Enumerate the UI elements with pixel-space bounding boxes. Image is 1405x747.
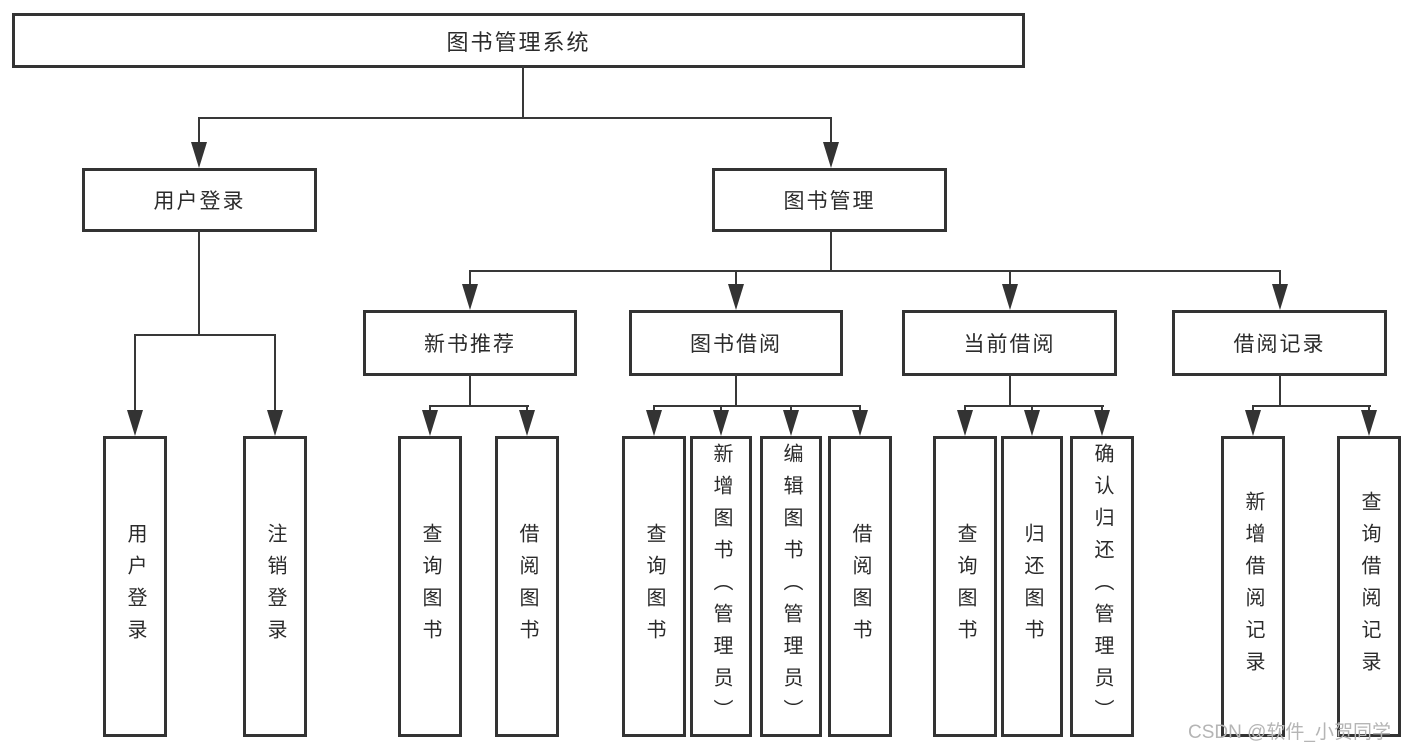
leaf-query-books-2: 查询图书 bbox=[622, 436, 686, 737]
leaf-borrow-books-2-label: 借阅图书 bbox=[849, 522, 871, 651]
arrowhead-down-icon bbox=[191, 142, 207, 168]
connector bbox=[1031, 405, 1033, 414]
node-user-login-label: 用户登录 bbox=[153, 190, 246, 213]
arrowhead-down-icon bbox=[519, 410, 535, 436]
arrowhead-down-icon bbox=[1245, 410, 1261, 436]
leaf-add-borrow-record: 新增借阅记录 bbox=[1221, 436, 1285, 737]
leaf-edit-book-admin-label: 编辑图书（管理员） bbox=[780, 442, 802, 731]
arrowhead-down-icon bbox=[713, 410, 729, 436]
connector bbox=[526, 405, 528, 414]
connector bbox=[653, 405, 655, 414]
leaf-return-book: 归还图书 bbox=[1001, 436, 1063, 737]
arrowhead-down-icon bbox=[823, 142, 839, 168]
csdn-watermark: CSDN @软件_小贺同学 bbox=[1188, 722, 1391, 743]
node-book-borrow: 图书借阅 bbox=[629, 310, 843, 376]
node-current-borrow: 当前借阅 bbox=[902, 310, 1117, 376]
leaf-add-book-admin-label: 新增图书（管理员） bbox=[710, 442, 732, 731]
node-user-login: 用户登录 bbox=[82, 168, 317, 232]
connector bbox=[653, 405, 861, 407]
arrowhead-down-icon bbox=[1272, 284, 1288, 310]
connector bbox=[964, 405, 1104, 407]
node-book-management-label: 图书管理 bbox=[783, 190, 876, 213]
node-library-system: 图书管理系统 bbox=[12, 13, 1025, 68]
connector bbox=[735, 270, 737, 286]
leaf-query-borrow-record: 查询借阅记录 bbox=[1337, 436, 1401, 737]
connector bbox=[429, 405, 431, 414]
connector bbox=[522, 66, 524, 119]
arrowhead-down-icon bbox=[267, 410, 283, 436]
connector bbox=[859, 405, 861, 414]
arrowhead-down-icon bbox=[1361, 410, 1377, 436]
arrowhead-down-icon bbox=[1024, 410, 1040, 436]
arrowhead-down-icon bbox=[783, 410, 799, 436]
connector bbox=[274, 334, 276, 412]
leaf-borrow-books-1: 借阅图书 bbox=[495, 436, 559, 737]
leaf-query-books-2-label: 查询图书 bbox=[643, 522, 665, 651]
connector bbox=[830, 230, 832, 272]
arrowhead-down-icon bbox=[462, 284, 478, 310]
arrowhead-down-icon bbox=[646, 410, 662, 436]
leaf-query-books-1-label: 查询图书 bbox=[419, 522, 441, 651]
connector bbox=[134, 334, 276, 336]
leaf-borrow-books-2: 借阅图书 bbox=[828, 436, 892, 737]
node-book-borrow-label: 图书借阅 bbox=[690, 333, 782, 356]
leaf-edit-book-admin: 编辑图书（管理员） bbox=[760, 436, 822, 737]
leaf-add-book-admin: 新增图书（管理员） bbox=[690, 436, 752, 737]
connector bbox=[790, 405, 792, 414]
leaf-borrow-books-1-label: 借阅图书 bbox=[516, 522, 538, 651]
connector bbox=[1252, 405, 1371, 407]
leaf-logout-label: 注销登录 bbox=[264, 522, 286, 651]
connector bbox=[429, 405, 529, 407]
connector bbox=[1279, 374, 1281, 407]
node-new-book-recommend: 新书推荐 bbox=[363, 310, 577, 376]
arrowhead-down-icon bbox=[127, 410, 143, 436]
arrowhead-down-icon bbox=[422, 410, 438, 436]
arrowhead-down-icon bbox=[957, 410, 973, 436]
node-book-management: 图书管理 bbox=[712, 168, 947, 232]
connector bbox=[830, 117, 832, 144]
leaf-query-books-1: 查询图书 bbox=[398, 436, 462, 737]
leaf-user-login: 用户登录 bbox=[103, 436, 167, 737]
connector bbox=[469, 374, 471, 407]
node-new-book-recommend-label: 新书推荐 bbox=[424, 333, 516, 356]
connector bbox=[1252, 405, 1254, 414]
arrowhead-down-icon bbox=[1094, 410, 1110, 436]
connector bbox=[198, 230, 200, 336]
connector bbox=[198, 117, 832, 119]
node-current-borrow-label: 当前借阅 bbox=[963, 333, 1056, 356]
connector bbox=[198, 117, 200, 144]
leaf-add-borrow-record-label: 新增借阅记录 bbox=[1242, 490, 1264, 683]
connector bbox=[469, 270, 1281, 272]
node-library-system-label: 图书管理系统 bbox=[446, 29, 591, 55]
arrowhead-down-icon bbox=[728, 284, 744, 310]
leaf-confirm-return-admin: 确认归还（管理员） bbox=[1070, 436, 1134, 737]
connector bbox=[1009, 270, 1011, 286]
leaf-logout: 注销登录 bbox=[243, 436, 307, 737]
leaf-query-books-3: 查询图书 bbox=[933, 436, 997, 737]
connector bbox=[1279, 270, 1281, 286]
arrowhead-down-icon bbox=[1002, 284, 1018, 310]
connector bbox=[469, 270, 471, 286]
leaf-confirm-return-admin-label: 确认归还（管理员） bbox=[1091, 442, 1113, 731]
connector bbox=[735, 374, 737, 407]
node-borrow-records: 借阅记录 bbox=[1172, 310, 1387, 376]
leaf-return-book-label: 归还图书 bbox=[1021, 522, 1043, 651]
node-borrow-records-label: 借阅记录 bbox=[1233, 333, 1326, 356]
connector bbox=[964, 405, 966, 414]
arrowhead-down-icon bbox=[852, 410, 868, 436]
connector bbox=[134, 334, 136, 412]
leaf-user-login-label: 用户登录 bbox=[124, 522, 146, 651]
leaf-query-books-3-label: 查询图书 bbox=[954, 522, 976, 651]
connector bbox=[720, 405, 722, 414]
connector bbox=[1368, 405, 1370, 414]
leaf-query-borrow-record-label: 查询借阅记录 bbox=[1358, 490, 1380, 683]
connector bbox=[1101, 405, 1103, 414]
connector bbox=[1009, 374, 1011, 407]
